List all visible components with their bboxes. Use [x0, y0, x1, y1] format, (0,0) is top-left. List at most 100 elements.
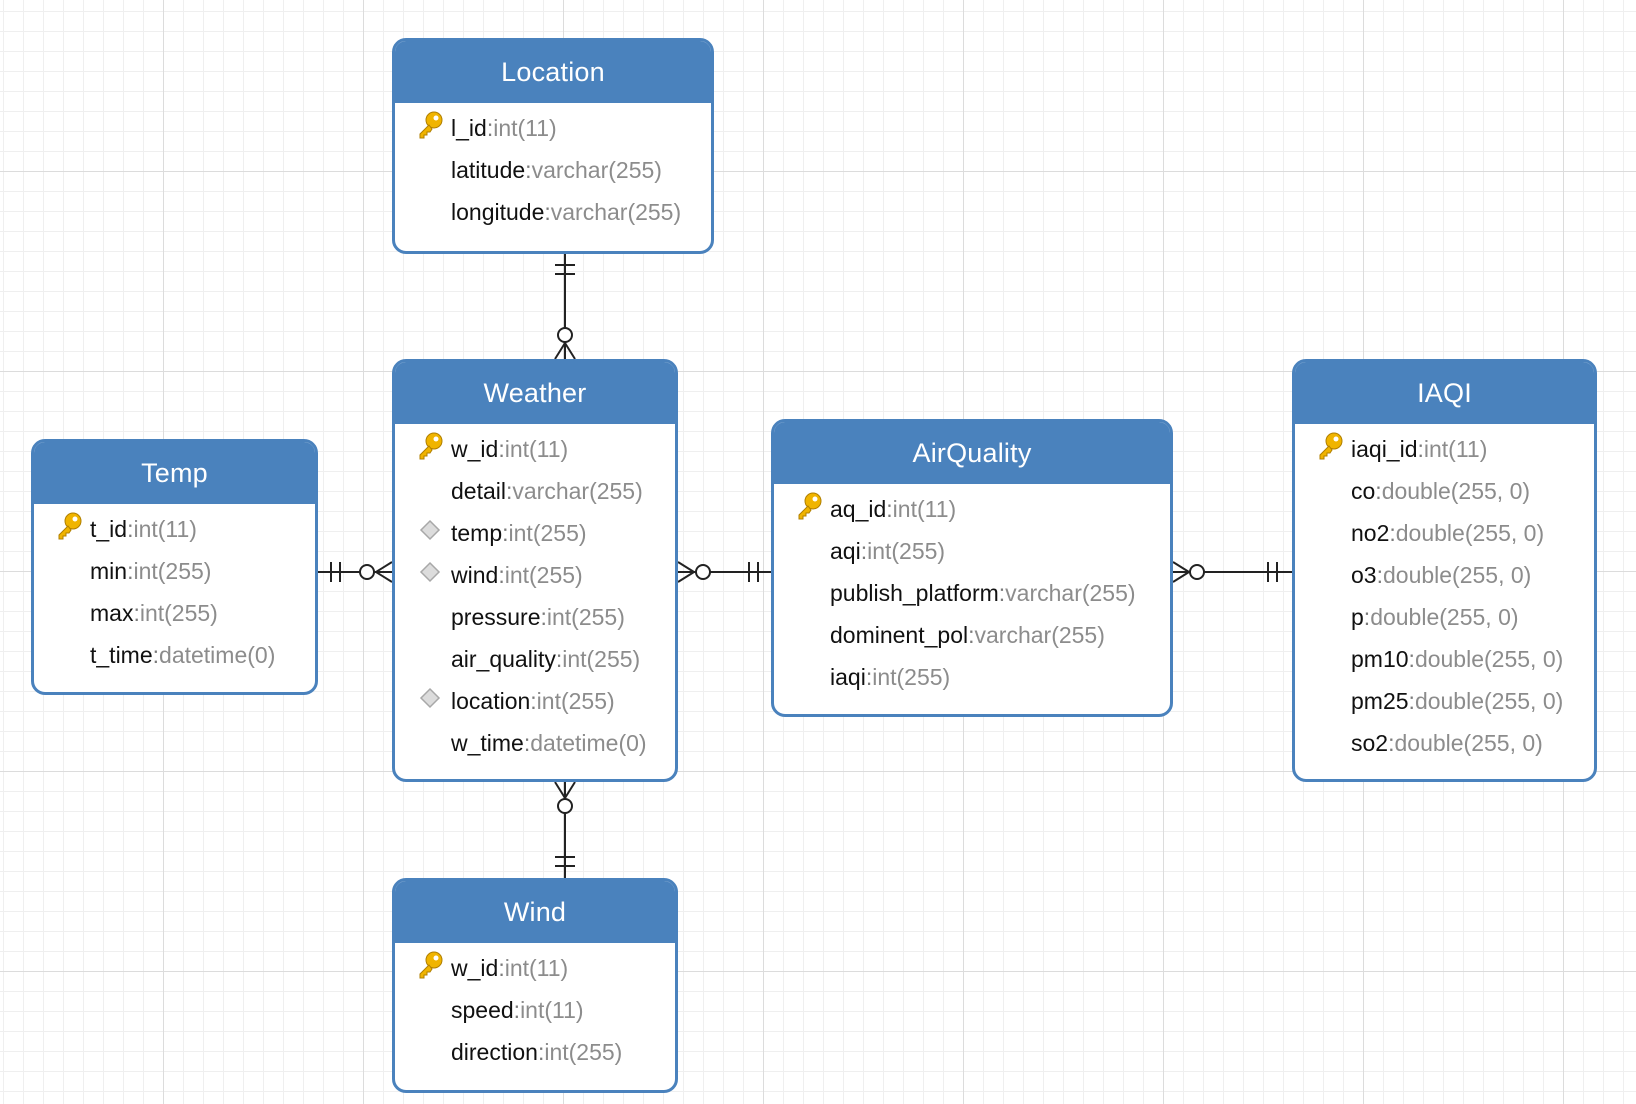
attribute-type: double(255, 0) [1414, 645, 1564, 672]
entity-wind[interactable]: Wind w_id: int(11)speed: int(11)directio… [392, 878, 678, 1093]
entity-title: Wind [395, 881, 675, 943]
key-icon [1315, 431, 1345, 467]
attribute-separator: : [133, 599, 140, 626]
attribute-row[interactable]: speed: int(11) [395, 989, 675, 1031]
foreign-key-diamond-icon [419, 561, 441, 589]
attribute-row[interactable]: temp: int(255) [395, 512, 675, 554]
attribute-name: no2 [1351, 519, 1390, 546]
crow-foot [554, 342, 566, 360]
attribute-row[interactable]: p: double(255, 0) [1295, 596, 1594, 638]
attribute-name: detail [451, 477, 506, 504]
attribute-type: int(255) [504, 561, 583, 588]
zero-circle [557, 798, 573, 814]
entity-location[interactable]: Location l_id: int(11)latitude: varchar(… [392, 38, 714, 254]
attribute-type: int(11) [520, 996, 584, 1023]
attribute-name: max [90, 599, 134, 626]
attribute-separator: : [555, 645, 563, 672]
attribute-name: pm25 [1351, 687, 1409, 714]
relationship-airquality-weather[interactable] [677, 561, 771, 583]
attribute-row[interactable]: aqi: int(255) [774, 530, 1170, 572]
attribute-name: aqi [830, 537, 861, 564]
attribute-row[interactable]: no2: double(255, 0) [1295, 512, 1594, 554]
entity-temp[interactable]: Temp t_id: int(11)min: int(255)max: int(… [31, 439, 318, 695]
attribute-separator: : [127, 557, 134, 584]
relationship-iaqi-airquality[interactable] [1172, 561, 1292, 583]
attribute-row[interactable]: aq_id: int(11) [774, 488, 1170, 530]
crow-foot [677, 571, 695, 583]
attribute-row[interactable]: t_id: int(11) [34, 508, 315, 550]
attribute-list: iaqi_id: int(11)co: double(255, 0)no2: d… [1295, 424, 1594, 764]
attribute-name: publish_platform [830, 579, 999, 606]
attribute-row[interactable]: so2: double(255, 0) [1295, 722, 1594, 764]
attribute-separator: : [486, 114, 494, 141]
attribute-row[interactable]: detail: varchar(255) [395, 470, 675, 512]
attribute-separator: : [540, 603, 547, 630]
attribute-row[interactable]: wind: int(255) [395, 554, 675, 596]
relationship-wind-weather[interactable] [554, 781, 576, 878]
attribute-row[interactable]: l_id: int(11) [395, 107, 711, 149]
attribute-row[interactable]: dominent_pol: varchar(255) [774, 614, 1170, 656]
relationship-location-weather[interactable] [554, 254, 576, 360]
attribute-row[interactable]: w_time: datetime(0) [395, 722, 675, 764]
relationship-temp-weather[interactable] [318, 561, 393, 583]
attribute-separator: : [1389, 519, 1396, 546]
attribute-separator: : [498, 954, 505, 981]
attribute-name: pm10 [1351, 645, 1409, 672]
attribute-type: double(255, 0) [1395, 519, 1545, 546]
crow-foot [1172, 571, 1190, 583]
attribute-name: o3 [1351, 561, 1377, 588]
attribute-row[interactable]: min: int(255) [34, 550, 315, 592]
attribute-name: l_id [451, 114, 487, 141]
attribute-row[interactable]: max: int(255) [34, 592, 315, 634]
zero-circle [1189, 564, 1205, 580]
attribute-row[interactable]: co: double(255, 0) [1295, 470, 1594, 512]
attribute-separator: : [544, 198, 551, 225]
attribute-type: int(255) [867, 537, 946, 564]
key-icon [794, 491, 824, 527]
attribute-separator: : [1408, 645, 1415, 672]
attribute-row[interactable]: pm10: double(255, 0) [1295, 638, 1594, 680]
key-icon [54, 511, 84, 547]
zero-circle [557, 327, 573, 343]
crow-foot [677, 561, 695, 573]
attribute-list: t_id: int(11)min: int(255)max: int(255)t… [34, 504, 315, 676]
crow-foot [564, 342, 576, 360]
attribute-row[interactable]: publish_platform: varchar(255) [774, 572, 1170, 614]
attribute-row[interactable]: w_id: int(11) [395, 428, 675, 470]
attribute-row[interactable]: iaqi: int(255) [774, 656, 1170, 698]
attribute-row[interactable]: longitude: varchar(255) [395, 191, 711, 233]
attribute-list: w_id: int(11)speed: int(11)direction: in… [395, 943, 675, 1073]
attribute-type: double(255, 0) [1394, 729, 1543, 756]
attribute-type: double(255, 0) [1382, 561, 1532, 588]
crow-foot [1172, 561, 1190, 573]
attribute-row[interactable]: latitude: varchar(255) [395, 149, 711, 191]
attribute-name: wind [451, 561, 499, 588]
attribute-type: int(11) [504, 954, 569, 981]
attribute-row[interactable]: direction: int(255) [395, 1031, 675, 1073]
attribute-row[interactable]: location: int(255) [395, 680, 675, 722]
attribute-name: w_id [451, 435, 499, 462]
attribute-row[interactable]: pressure: int(255) [395, 596, 675, 638]
entity-iaqi[interactable]: IAQI iaqi_id: int(11)co: double(255, 0)n… [1292, 359, 1597, 782]
attribute-name: co [1351, 477, 1376, 504]
attribute-row[interactable]: air_quality: int(255) [395, 638, 675, 680]
attribute-type: int(11) [892, 495, 957, 522]
attribute-name: t_time [90, 641, 153, 668]
entity-weather[interactable]: Weather w_id: int(11)detail: varchar(255… [392, 359, 678, 782]
attribute-row[interactable]: w_id: int(11) [395, 947, 675, 989]
zero-circle [359, 564, 375, 580]
attribute-row[interactable]: iaqi_id: int(11) [1295, 428, 1594, 470]
attribute-row[interactable]: pm25: double(255, 0) [1295, 680, 1594, 722]
attribute-separator: : [886, 495, 893, 522]
attribute-type: varchar(255) [512, 477, 643, 504]
entity-title: AirQuality [774, 422, 1170, 484]
attribute-row[interactable]: o3: double(255, 0) [1295, 554, 1594, 596]
attribute-name: speed [451, 996, 514, 1023]
attribute-row[interactable]: t_time: datetime(0) [34, 634, 315, 676]
crow-foot [564, 781, 576, 799]
attribute-name: latitude [451, 156, 526, 183]
entity-airquality[interactable]: AirQuality aq_id: int(11)aqi: int(255)pu… [771, 419, 1173, 717]
key-icon [415, 431, 445, 467]
attribute-separator: : [502, 519, 509, 546]
zero-circle [695, 564, 711, 580]
